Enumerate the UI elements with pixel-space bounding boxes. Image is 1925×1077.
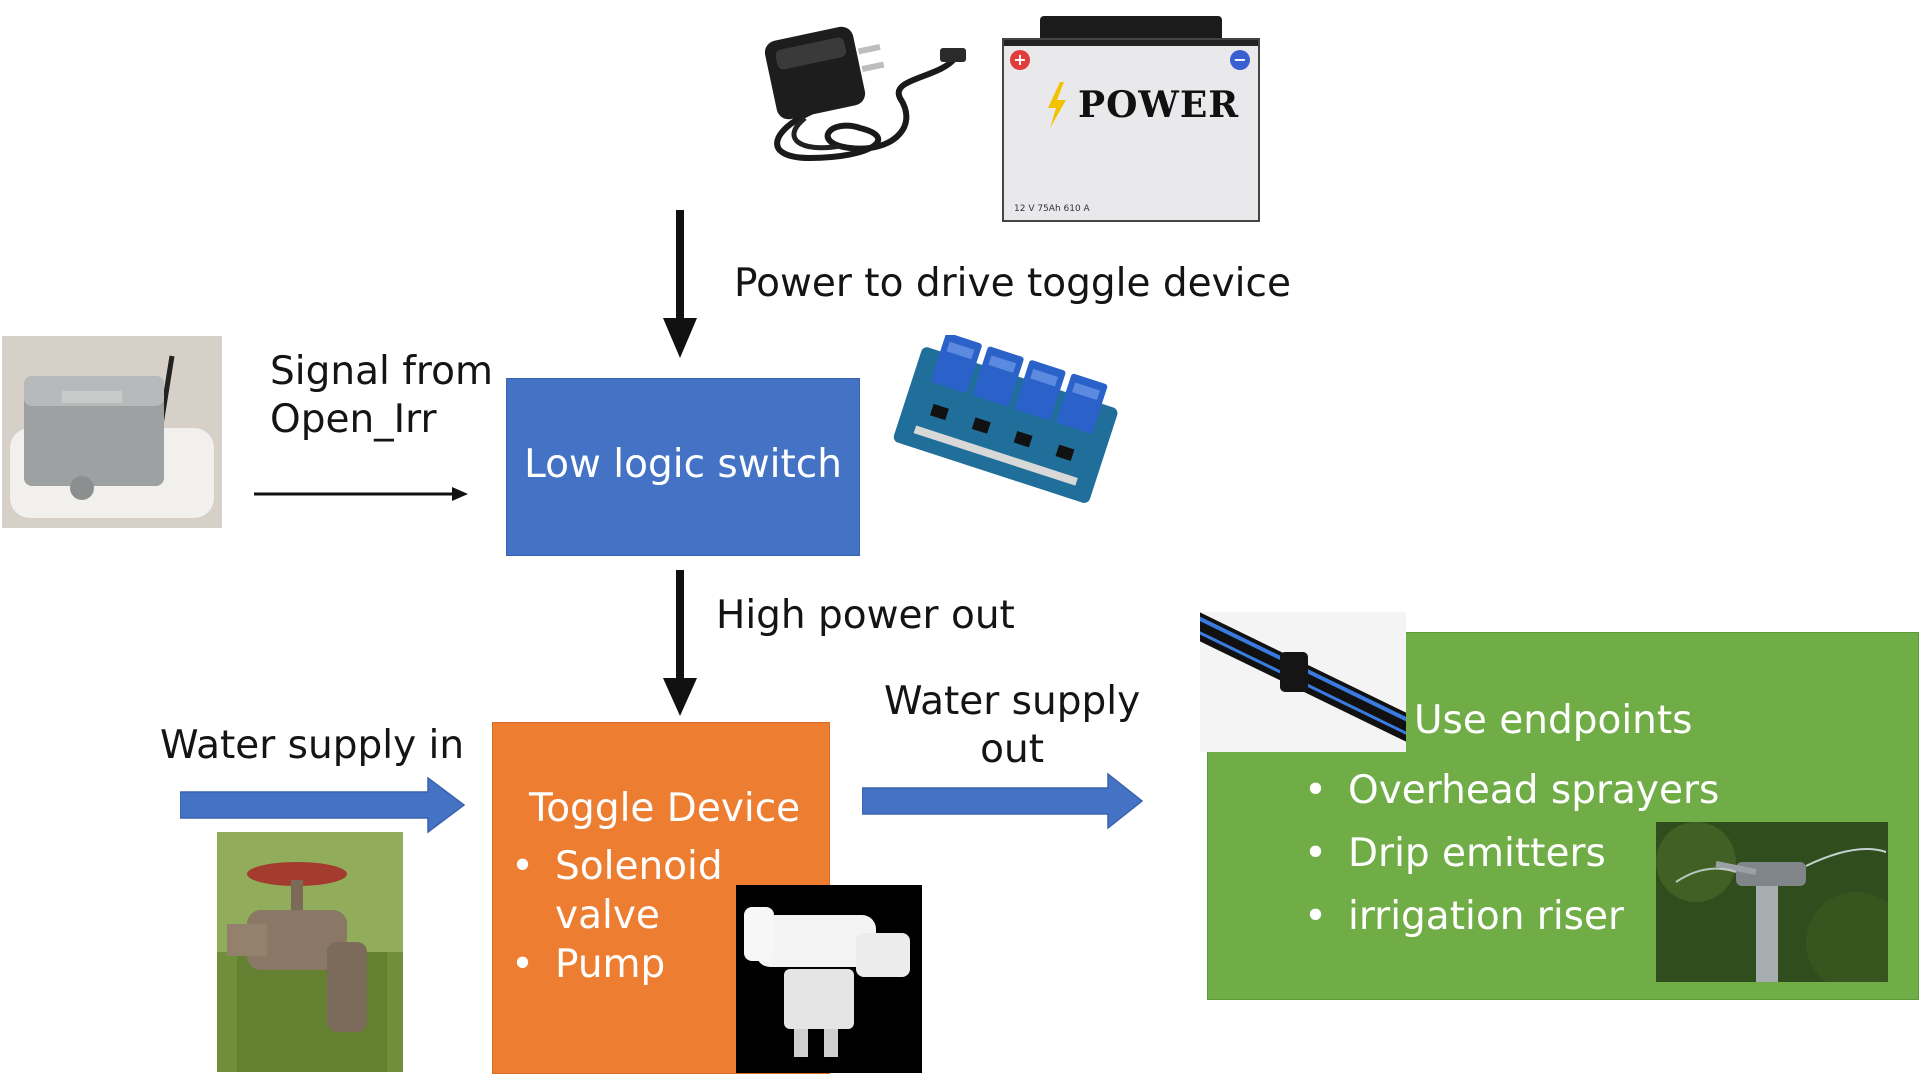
signal-label: Signal from Open_Irr [270, 348, 493, 443]
toggle-item-pump: Pump [505, 941, 723, 990]
water-out-line2: out [980, 726, 1045, 772]
endpoint-item-overhead: Overhead sprayers [1298, 759, 1719, 822]
battery-plus-icon: + [1010, 50, 1030, 70]
toggle-item-valve: valve [555, 892, 660, 938]
signal-label-line2: Open_Irr [270, 396, 437, 442]
water-in-arrow [180, 774, 466, 836]
endpoint-item-drip: Drip emitters [1298, 822, 1719, 885]
water-out-arrow [862, 770, 1144, 832]
toggle-device-title: Toggle Device [529, 786, 801, 831]
battery-brand: POWER [1078, 84, 1240, 126]
relay-board-icon [890, 335, 1120, 520]
use-endpoints-title: Use endpoints [1414, 698, 1693, 743]
toggle-item-solenoid: Solenoid [505, 843, 723, 892]
low-logic-switch-label: Low logic switch [524, 442, 842, 487]
water-in-label: Water supply in [160, 723, 465, 768]
battery-spec: 12 V 75Ah 610 A [1014, 204, 1090, 214]
low-logic-switch-box: Low logic switch [506, 378, 860, 556]
solenoid-valve-icon [736, 885, 922, 1073]
use-endpoints-list: Overhead sprayers Drip emitters irrigati… [1298, 759, 1719, 949]
water-faucet-icon [217, 832, 403, 1072]
controller-enclosure-icon [2, 336, 222, 528]
signal-arrow [254, 484, 470, 504]
high-power-label: High power out [716, 593, 1015, 638]
water-out-line1: Water supply [884, 679, 1141, 724]
battery-bolt-icon [1044, 82, 1068, 128]
power-arrow [661, 210, 699, 360]
sprinkler-icon [1656, 822, 1888, 982]
toggle-device-list: Solenoid valve Pump [505, 843, 723, 989]
battery-minus-icon: − [1230, 50, 1250, 70]
water-out-label: Water supply out [884, 678, 1140, 773]
drip-tube-icon [1200, 612, 1406, 752]
power-adapter-icon [750, 18, 970, 168]
endpoint-item-riser: irrigation riser [1298, 885, 1719, 948]
power-label: Power to drive toggle device [734, 261, 1291, 306]
battery-icon: + − POWER 12 V 75Ah 610 A [1002, 16, 1260, 222]
high-power-arrow [661, 570, 699, 720]
signal-label-line1: Signal from [270, 349, 493, 394]
